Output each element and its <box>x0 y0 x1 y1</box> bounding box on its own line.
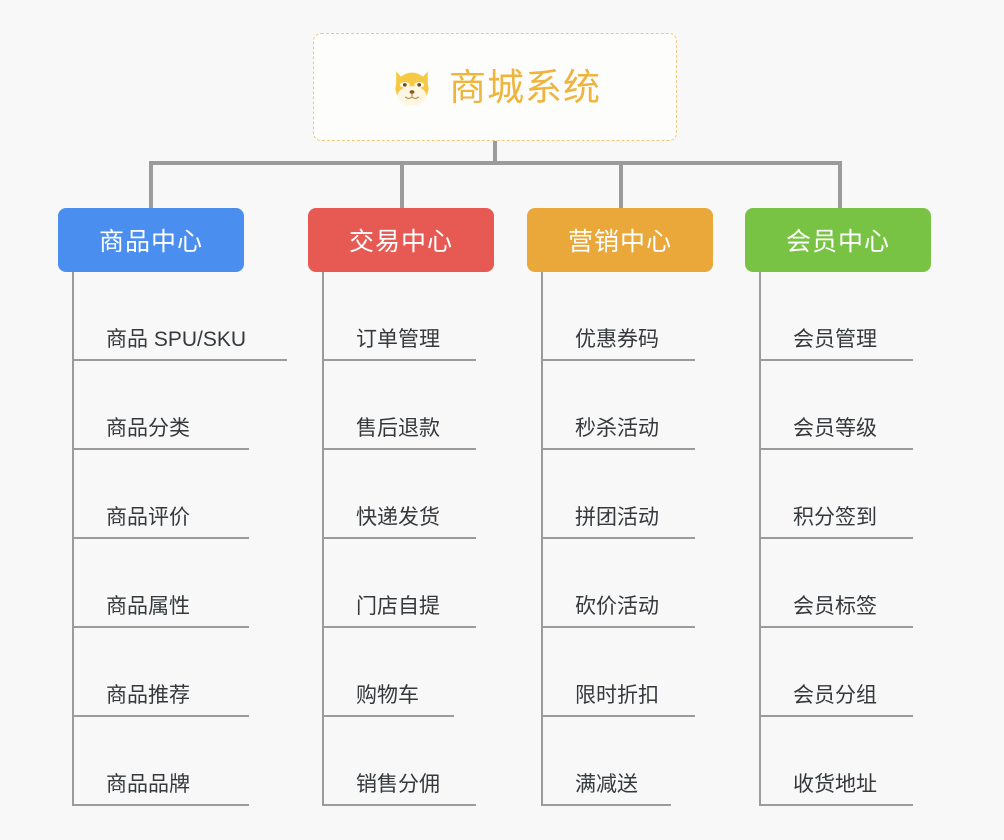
leaf-item[interactable]: 秒杀活动 <box>543 361 695 450</box>
branch-column-3: 营销中心 优惠券码 秒杀活动 拼团活动 砍价活动 限时折扣 满减送 <box>527 208 713 806</box>
leaf-label: 商品推荐 <box>106 684 190 707</box>
connector-drop-branch-1 <box>149 161 153 208</box>
leaf-item[interactable]: 售后退款 <box>324 361 476 450</box>
leaf-item[interactable]: 商品品牌 <box>74 717 249 806</box>
branch-header-2[interactable]: 交易中心 <box>308 208 494 272</box>
leaf-item[interactable]: 砍价活动 <box>543 539 695 628</box>
connector-drop-branch-3 <box>619 161 623 208</box>
branch-header-3[interactable]: 营销中心 <box>527 208 713 272</box>
branch-column-4: 会员中心 会员管理 会员等级 积分签到 会员标签 会员分组 收货地址 <box>745 208 931 806</box>
leaf-label: 购物车 <box>356 684 419 707</box>
branch-header-1[interactable]: 商品中心 <box>58 208 244 272</box>
connector-horizontal-bus <box>149 161 842 165</box>
leaf-item[interactable]: 会员标签 <box>761 539 913 628</box>
leaf-label: 商品 SPU/SKU <box>106 328 247 351</box>
branch-header-4[interactable]: 会员中心 <box>745 208 931 272</box>
branch-column-1: 商品中心 商品 SPU/SKU 商品分类 商品评价 商品属性 商品推荐 商品品牌 <box>58 208 287 806</box>
leaf-label: 门店自提 <box>356 595 440 618</box>
leaf-label: 满减送 <box>575 773 638 796</box>
leaf-item[interactable]: 商品分类 <box>74 361 249 450</box>
leaf-label: 会员等级 <box>793 417 877 440</box>
leaf-item[interactable]: 商品评价 <box>74 450 249 539</box>
leaf-item[interactable]: 订单管理 <box>324 272 476 361</box>
leaf-item[interactable]: 拼团活动 <box>543 450 695 539</box>
leaf-label: 砍价活动 <box>575 595 659 618</box>
root-title: 商城系统 <box>449 66 601 108</box>
leaf-item[interactable]: 会员分组 <box>761 628 913 717</box>
leaf-item[interactable]: 快递发货 <box>324 450 476 539</box>
leaf-item[interactable]: 会员管理 <box>761 272 913 361</box>
leaf-list-3: 优惠券码 秒杀活动 拼团活动 砍价活动 限时折扣 满减送 <box>541 272 713 806</box>
leaf-item[interactable]: 限时折扣 <box>543 628 695 717</box>
root-node[interactable]: 商城系统 <box>313 33 677 141</box>
branch-column-2: 交易中心 订单管理 售后退款 快递发货 门店自提 购物车 销售分佣 <box>308 208 494 806</box>
leaf-item[interactable]: 购物车 <box>324 628 454 717</box>
leaf-label: 秒杀活动 <box>575 417 659 440</box>
leaf-label: 售后退款 <box>356 417 440 440</box>
leaf-label: 销售分佣 <box>356 773 440 796</box>
leaf-item[interactable]: 积分签到 <box>761 450 913 539</box>
leaf-label: 商品品牌 <box>106 773 190 796</box>
leaf-item[interactable]: 商品 SPU/SKU <box>74 272 287 361</box>
leaf-item[interactable]: 会员等级 <box>761 361 913 450</box>
leaf-list-1: 商品 SPU/SKU 商品分类 商品评价 商品属性 商品推荐 商品品牌 <box>72 272 287 806</box>
leaf-list-2: 订单管理 售后退款 快递发货 门店自提 购物车 销售分佣 <box>322 272 494 806</box>
leaf-item[interactable]: 销售分佣 <box>324 717 476 806</box>
leaf-item[interactable]: 优惠券码 <box>543 272 695 361</box>
leaf-label: 商品分类 <box>106 417 190 440</box>
leaf-label: 收货地址 <box>793 773 877 796</box>
leaf-item[interactable]: 门店自提 <box>324 539 476 628</box>
connector-drop-branch-4 <box>838 161 842 208</box>
leaf-label: 快递发货 <box>356 506 440 529</box>
leaf-label: 限时折扣 <box>575 684 659 707</box>
leaf-label: 优惠券码 <box>575 328 659 351</box>
leaf-label: 商品评价 <box>106 506 190 529</box>
leaf-item[interactable]: 收货地址 <box>761 717 913 806</box>
leaf-label: 会员分组 <box>793 684 877 707</box>
leaf-list-4: 会员管理 会员等级 积分签到 会员标签 会员分组 收货地址 <box>759 272 931 806</box>
connector-root-stem <box>493 141 497 165</box>
leaf-item[interactable]: 满减送 <box>543 717 671 806</box>
connector-drop-branch-2 <box>400 161 404 208</box>
leaf-label: 积分签到 <box>793 506 877 529</box>
leaf-label: 商品属性 <box>106 595 190 618</box>
leaf-label: 拼团活动 <box>575 506 659 529</box>
leaf-item[interactable]: 商品属性 <box>74 539 249 628</box>
leaf-label: 会员标签 <box>793 595 877 618</box>
shiba-dog-icon <box>389 64 435 110</box>
leaf-label: 订单管理 <box>356 328 440 351</box>
leaf-item[interactable]: 商品推荐 <box>74 628 249 717</box>
leaf-label: 会员管理 <box>793 328 877 351</box>
